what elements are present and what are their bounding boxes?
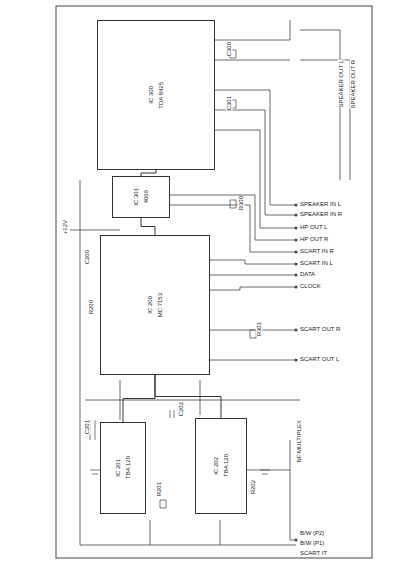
- component-label: +12V: [62, 220, 69, 234]
- component-label: R200: [88, 300, 95, 314]
- component-label: R202: [250, 480, 257, 494]
- ic-box: IC 3014066: [112, 176, 170, 218]
- signal-label: NF MULTIPLEX: [296, 420, 303, 463]
- ic-box: IC 201TBA 120: [100, 422, 146, 514]
- signal-label: SCART IN L: [300, 260, 333, 267]
- signal-label: SPEAKER IN L: [300, 201, 341, 208]
- part-ref: IC 201: [115, 459, 122, 477]
- component-label: R301: [256, 322, 263, 336]
- part-type: TBA 120: [223, 454, 230, 477]
- signal-label: SCART IN R: [300, 248, 334, 255]
- signal-label: B/W (P1): [300, 540, 324, 547]
- component-label: C201: [84, 420, 91, 434]
- signal-wire: [155, 375, 221, 418]
- component-label: R300: [238, 196, 245, 210]
- signal-label: SPEAKER OUT R: [350, 60, 357, 109]
- part-ref: IC 300: [148, 86, 155, 104]
- signal-label: SCART IT: [300, 550, 327, 557]
- signal-label: HP OUT R: [300, 236, 328, 243]
- signal-label: CLOCK: [300, 283, 321, 290]
- component-label: C202: [178, 402, 185, 416]
- signal-wire: [141, 218, 155, 235]
- part-type: MC 7153: [157, 293, 164, 317]
- component-label: C200: [84, 250, 91, 264]
- signal-wire: [123, 375, 155, 422]
- signal-label: SPEAKER OUT L: [338, 60, 345, 108]
- signal-label: DATA: [300, 271, 315, 278]
- component-label: R201: [156, 482, 163, 496]
- signal-label: SCART OUT L: [300, 356, 339, 363]
- signal-label: SPEAKER IN R: [300, 211, 342, 218]
- ic-box: IC 300TDA 8425: [97, 20, 215, 170]
- component-label: C301: [226, 96, 233, 110]
- part-ref: IC 200: [147, 296, 154, 314]
- ic-box: IC 202TBA 120: [195, 418, 247, 514]
- part-type: TBA 120: [125, 456, 132, 479]
- part-type: 4066: [143, 190, 150, 203]
- signal-label: SCART OUT R: [300, 326, 340, 333]
- ic-box: IC 200MC 7153: [100, 235, 210, 375]
- part-ref: IC 301: [133, 188, 140, 206]
- signal-label: B/W (P2): [300, 530, 324, 537]
- part-type: TDA 8425: [158, 82, 165, 109]
- signal-label: HP OUT L: [300, 224, 327, 231]
- component-label: C300: [226, 42, 233, 56]
- part-ref: IC 202: [213, 457, 220, 475]
